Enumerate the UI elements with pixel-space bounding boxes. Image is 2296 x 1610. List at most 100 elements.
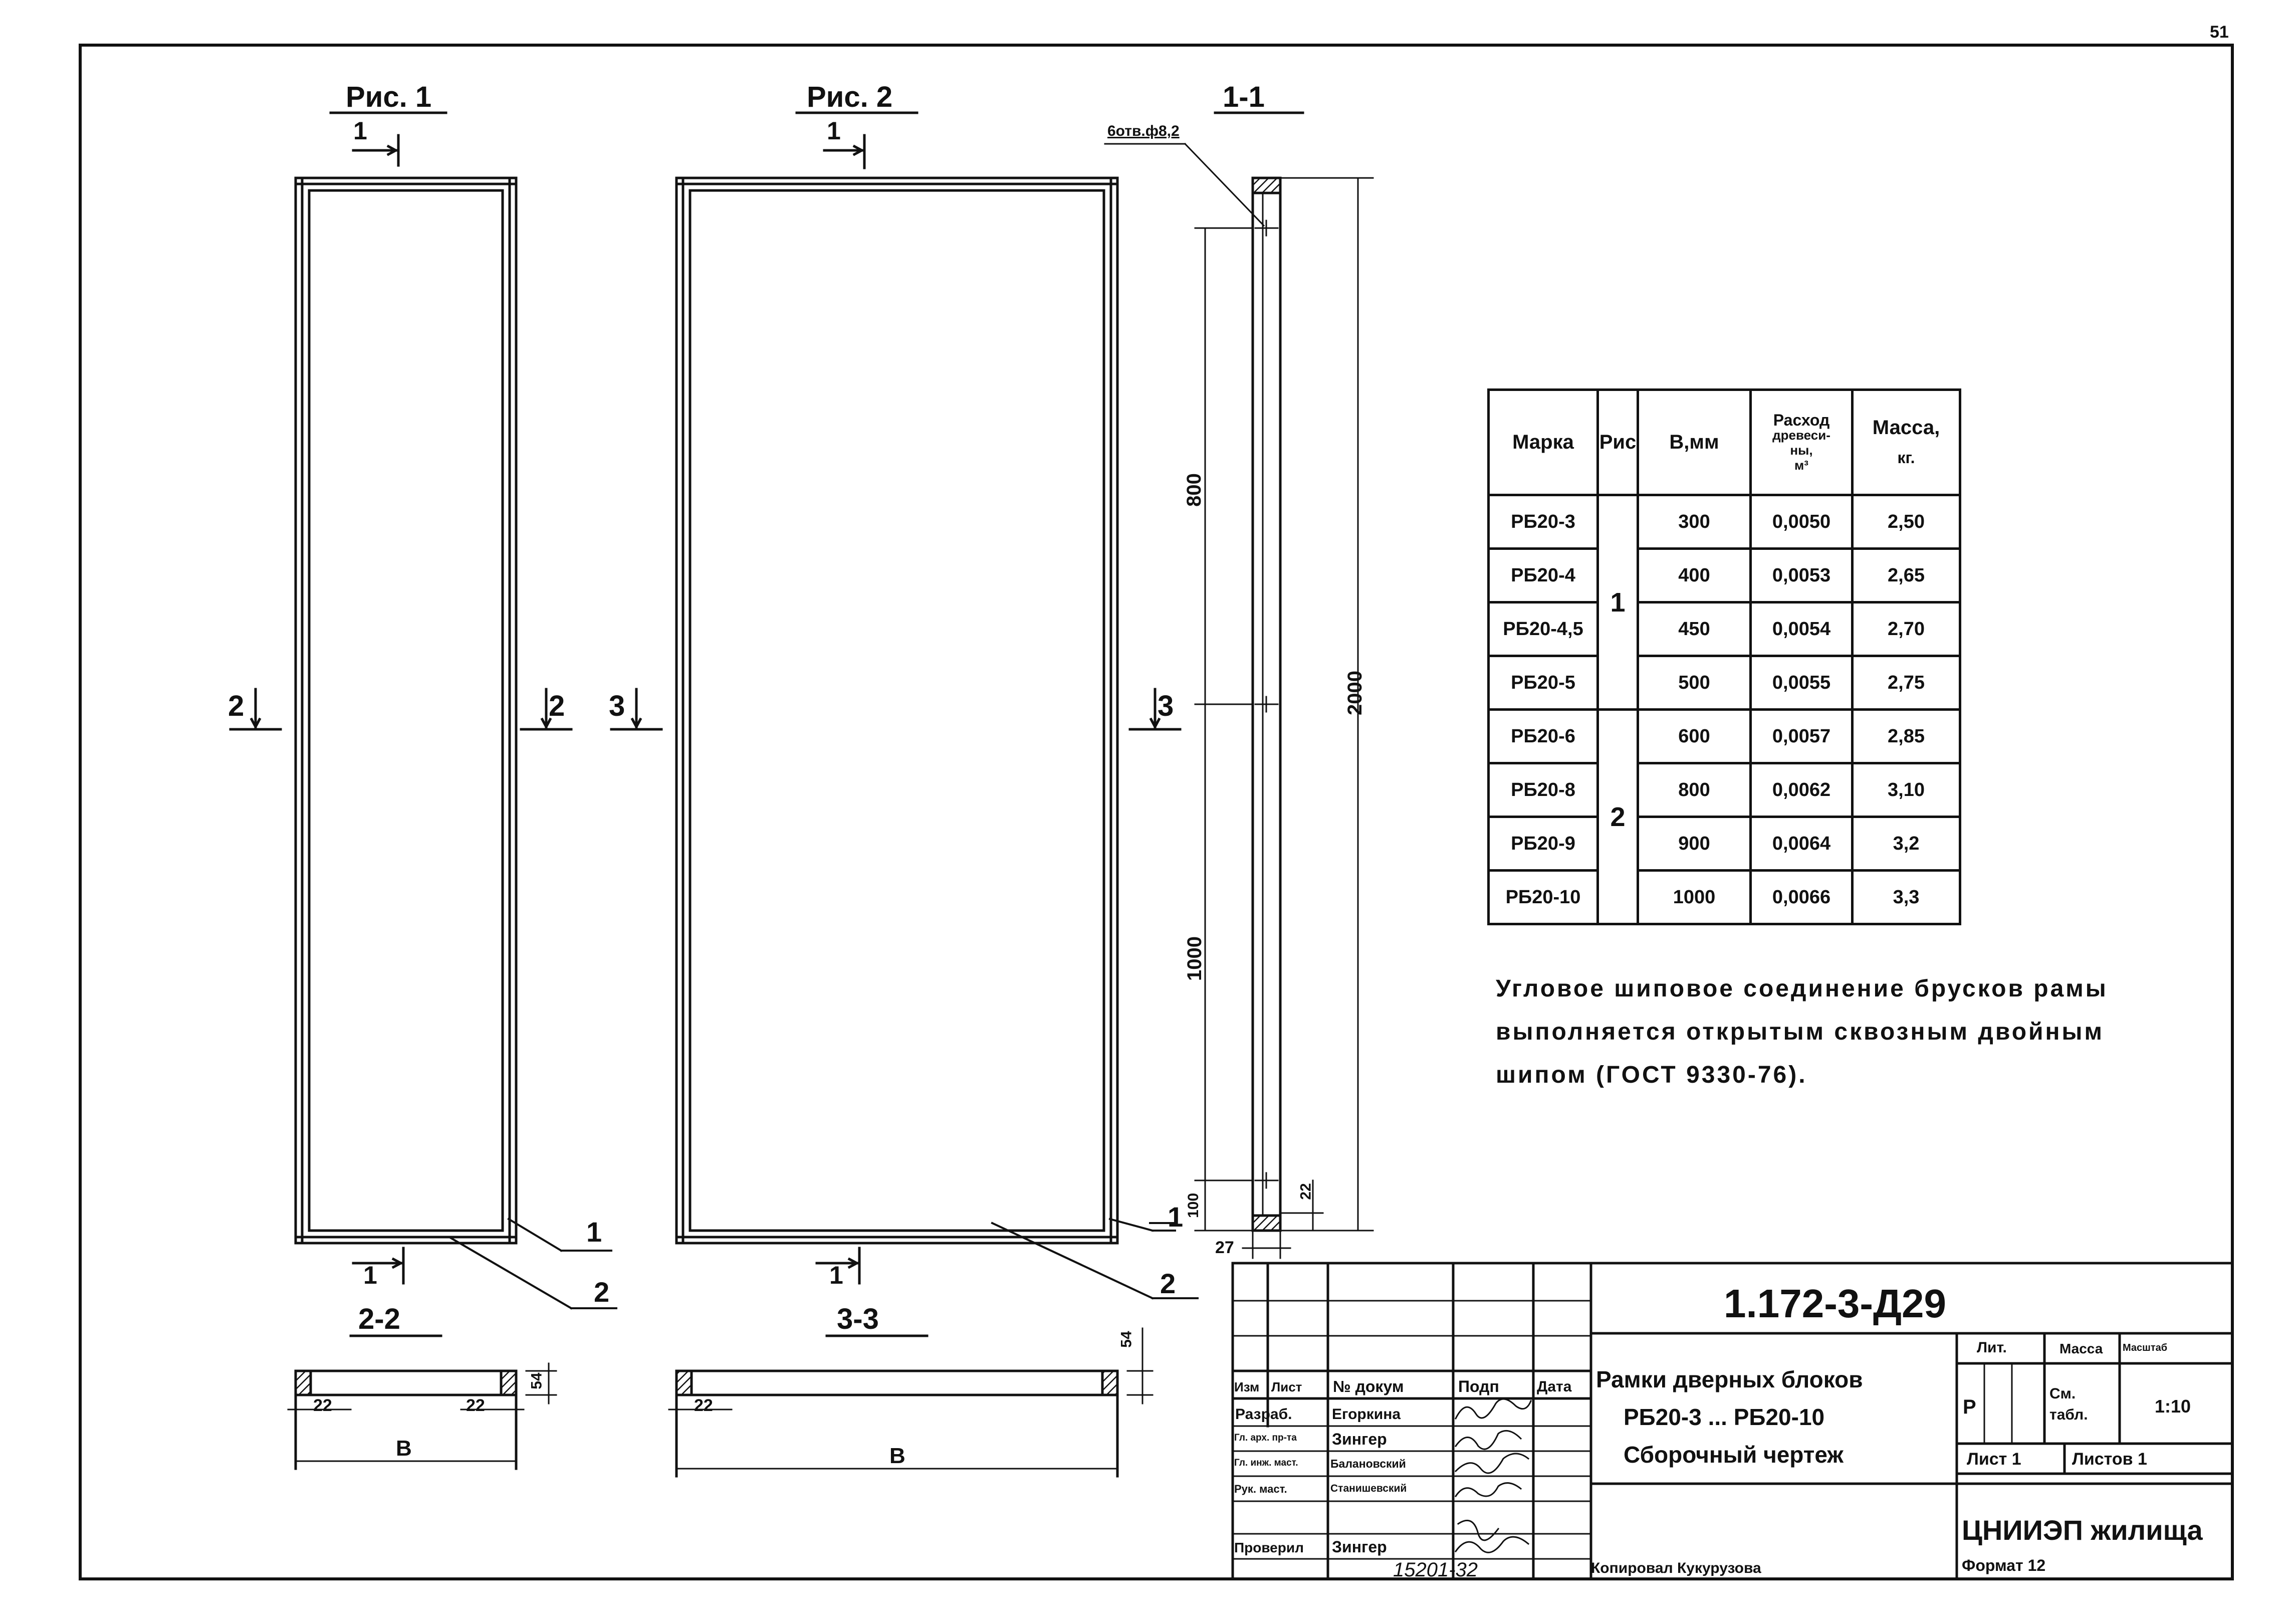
role-chief-engineer: Гл. инж. маст. xyxy=(1234,1458,1298,1468)
cell-mass: 2,75 xyxy=(1851,655,1961,711)
sheets-label: Листов 1 xyxy=(2072,1450,2147,1469)
cell-b: 900 xyxy=(1637,816,1752,872)
fig1-cut-1-bottom-label: 1 xyxy=(363,1261,377,1289)
cell-mass: 2,70 xyxy=(1851,601,1961,657)
mass-value: См. табл. xyxy=(2049,1385,2088,1423)
col-doc: № докум xyxy=(1333,1377,1404,1395)
cell-wood: 0,0057 xyxy=(1749,708,1854,764)
holes-note: 6отв.ф8,2 xyxy=(1107,123,1180,139)
table-row: РБ20-5 500 0,0055 2,75 xyxy=(1487,655,1961,711)
cell-b: 500 xyxy=(1637,655,1752,711)
fig1-cut-1-top-label: 1 xyxy=(353,117,367,145)
cell-mass: 2,85 xyxy=(1851,708,1961,764)
cell-wood: 0,0062 xyxy=(1749,762,1854,818)
cell-wood: 0,0055 xyxy=(1749,655,1854,711)
name-head: Станишевский xyxy=(1330,1483,1407,1494)
copied-by: Копировал Кукурузова xyxy=(1591,1560,1761,1576)
sheet-label: Лист 1 xyxy=(1967,1450,2021,1469)
title-line-3: Сборочный чертеж xyxy=(1624,1442,1844,1468)
fig1-cut-2-left-label: 2 xyxy=(228,690,245,722)
role-chief-architect: Гл. арх. пр-та xyxy=(1234,1433,1297,1443)
stamp-number: 15201-32 xyxy=(1393,1559,1478,1581)
format-label: Формат 12 xyxy=(1962,1556,2046,1574)
fig2-cut-1-bottom xyxy=(815,1247,861,1285)
dim-1000: 1000 xyxy=(1183,936,1206,981)
doc-code: 1.172-3-Д29 xyxy=(1724,1281,1946,1326)
cell-mass: 3,2 xyxy=(1851,816,1961,872)
spec-table-header: Марка Рис В,мм Расход древеси- ны, м³ Ма… xyxy=(1487,388,1961,496)
header-wood-line-1: Расход xyxy=(1773,411,1830,429)
header-wood-line-3: ны, xyxy=(1790,442,1813,458)
fig2-cut-3-marks xyxy=(610,688,1182,731)
role-checked: Проверил xyxy=(1234,1540,1304,1555)
fig1-cut-2-right-label: 2 xyxy=(549,690,565,722)
section-1-1-title: 1-1 xyxy=(1223,81,1265,113)
dim-800: 800 xyxy=(1183,473,1205,507)
fig1-leaders xyxy=(449,1218,617,1310)
name-checked: Зингер xyxy=(1332,1538,1387,1556)
lit-label: Лит. xyxy=(1977,1339,2007,1356)
role-developer: Разраб. xyxy=(1235,1406,1292,1423)
table-row: РБ20-3 1 300 0,0050 2,50 xyxy=(1487,494,1961,711)
section-3-3-title: 3-3 xyxy=(837,1303,879,1335)
header-fig: Рис xyxy=(1596,388,1639,496)
header-wood: Расход древеси- ны, м³ xyxy=(1749,388,1854,496)
cell-fig-group-1: 1 xyxy=(1596,494,1639,711)
cell-b: 600 xyxy=(1637,708,1752,764)
scale-value: 1:10 xyxy=(2155,1396,2191,1417)
fig2-cut-1-top-label: 1 xyxy=(827,117,841,145)
section-1-1-drawing xyxy=(1104,142,1374,1259)
cell-mass: 2,50 xyxy=(1851,494,1961,550)
sec22-dim-54: 54 xyxy=(528,1372,545,1389)
col-sign: Подп xyxy=(1458,1377,1499,1395)
cell-b: 800 xyxy=(1637,762,1752,818)
cell-b: 450 xyxy=(1637,601,1752,657)
cell-mark: РБ20-9 xyxy=(1487,816,1599,872)
header-mass: Масса, кг. xyxy=(1851,388,1961,496)
name-chief-architect: Зингер xyxy=(1332,1430,1387,1448)
fig1-cut-1-bottom xyxy=(352,1247,405,1285)
sheet-number: 51 xyxy=(2210,23,2229,42)
dim-100: 100 xyxy=(1185,1192,1202,1219)
header-b: В,мм xyxy=(1637,388,1752,496)
section-3-3-drawing xyxy=(668,1327,1154,1478)
cell-mass: 2,65 xyxy=(1851,547,1961,603)
cell-mass: 3,3 xyxy=(1851,869,1961,925)
signature-scribbles xyxy=(1454,1398,1532,1553)
cell-wood: 0,0066 xyxy=(1749,869,1854,925)
title-block-frame xyxy=(1231,1262,2234,1580)
table-row: РБ20-4,5 450 0,0054 2,70 xyxy=(1487,601,1961,657)
fig1-title: Рис. 1 xyxy=(346,81,432,113)
fig2-cut-3-right-label: 3 xyxy=(1158,690,1174,722)
cell-mark: РБ20-10 xyxy=(1487,869,1599,925)
lit-value: Р xyxy=(1963,1396,1976,1418)
sec33-dim-b: В xyxy=(889,1444,905,1468)
role-head: Рук. маст. xyxy=(1234,1483,1287,1495)
cell-mark: РБ20-4,5 xyxy=(1487,601,1599,657)
cell-wood: 0,0053 xyxy=(1749,547,1854,603)
cell-mark: РБ20-6 xyxy=(1487,708,1599,764)
header-wood-line-2: древеси- xyxy=(1772,427,1830,443)
sec22-dim-22-right: 22 xyxy=(466,1396,485,1415)
table-row: РБ20-8 800 0,0062 3,10 xyxy=(1487,762,1961,818)
cell-wood: 0,0054 xyxy=(1749,601,1854,657)
cell-mark: РБ20-5 xyxy=(1487,655,1599,711)
cell-wood: 0,0050 xyxy=(1749,494,1854,550)
fig2-leaders xyxy=(991,1218,1199,1300)
name-chief-engineer: Балановский xyxy=(1330,1457,1406,1470)
sec22-dim-b: В xyxy=(396,1436,412,1461)
cell-wood: 0,0064 xyxy=(1749,816,1854,872)
cell-mark: РБ20-4 xyxy=(1487,547,1599,603)
title-line-2: РБ20-3 ... РБ20-10 xyxy=(1624,1404,1825,1430)
cell-fig-group-2: 2 xyxy=(1596,708,1639,925)
sec33-dim-22: 22 xyxy=(694,1396,713,1415)
fig1-frame xyxy=(294,176,518,1245)
col-list: Лист xyxy=(1271,1379,1302,1394)
sec22-dim-22-left: 22 xyxy=(313,1396,332,1415)
mass-label: Масса xyxy=(2059,1341,2103,1356)
dim-2000: 2000 xyxy=(1343,671,1366,715)
fig2-cut-3-left-label: 3 xyxy=(609,690,625,722)
sheet-border xyxy=(79,44,2234,1580)
table-row: РБ20-4 400 0,0053 2,65 xyxy=(1487,547,1961,603)
header-mass-line-2: кг. xyxy=(1897,448,1915,467)
